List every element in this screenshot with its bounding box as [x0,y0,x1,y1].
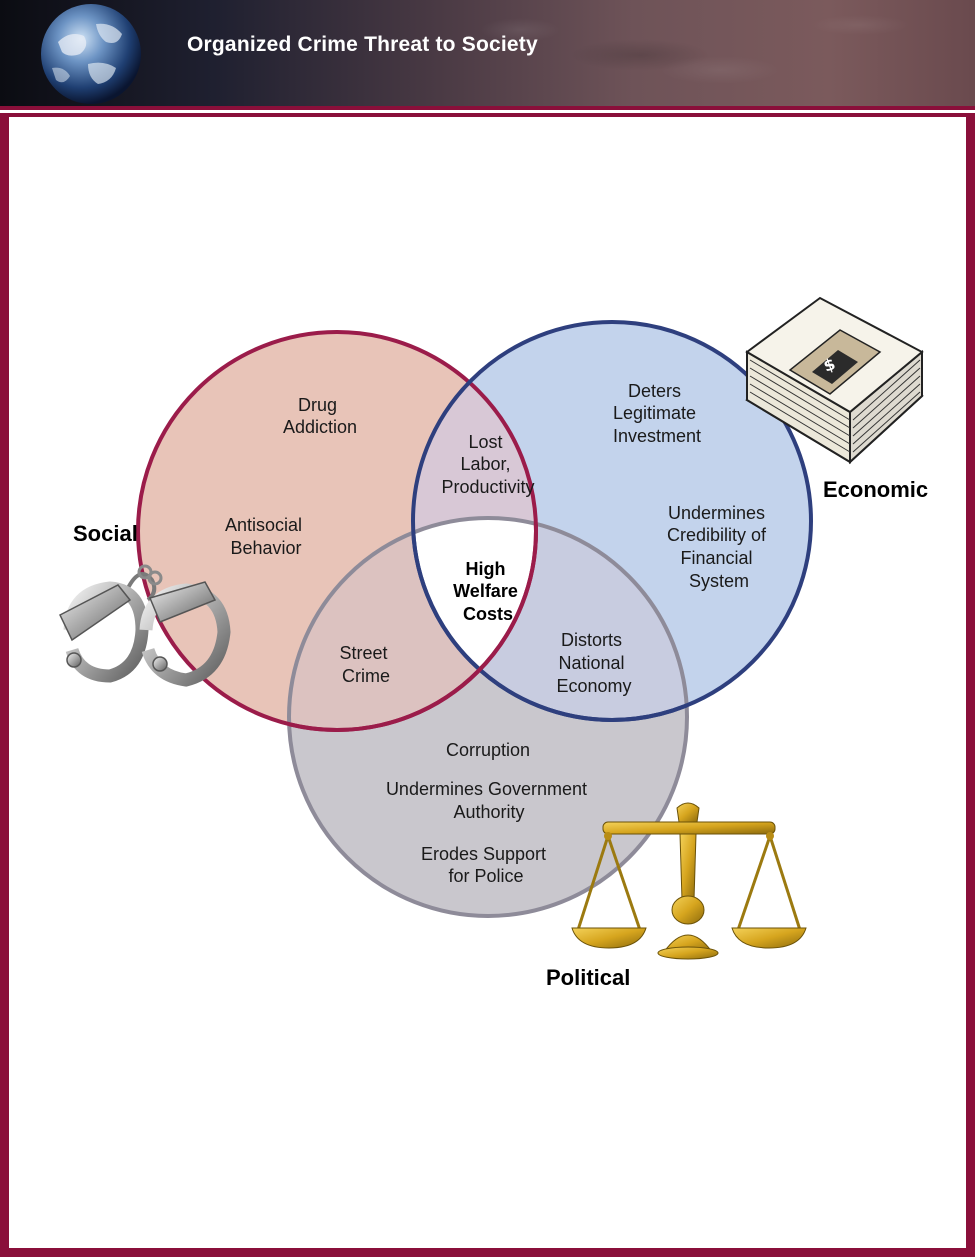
header-banner: Organized Crime Threat to Society [0,0,975,108]
scales-of-justice-icon [571,802,807,960]
financial-credibility-text: Undermines Credibility of Financial Syst… [667,503,771,591]
center-overlap [413,518,536,720]
money-stack-icon: $ [745,296,924,465]
handcuffs-icon [59,564,231,687]
content-frame [0,113,975,1257]
undermines-government-text: Undermines Government Authority [386,779,592,822]
political-outline [287,516,689,918]
lost-labor-text: Lost Labor, Productivity [441,432,534,497]
distorts-economy-text: Distorts National Economy [556,630,631,696]
page-title: Organized Crime Threat to Society [187,33,538,56]
header-divider [0,106,975,110]
globe-icon [41,4,141,104]
political-label: Political [546,965,630,990]
social-label: Social [73,521,138,546]
street-crime-text: Street Crime [339,643,392,686]
corruption-text: Corruption [446,740,530,760]
erodes-support-text: Erodes Support for Police [421,844,551,886]
high-welfare-costs-text: High Welfare Costs [453,559,523,624]
drug-addiction-text: Drug Addiction [283,395,357,437]
deters-investment-text: Deters Legitimate Investment [613,381,701,446]
header-texture [0,0,975,108]
antisocial-behavior-text: Antisocial Behavior [225,515,307,558]
economic-label: Economic [823,477,928,502]
